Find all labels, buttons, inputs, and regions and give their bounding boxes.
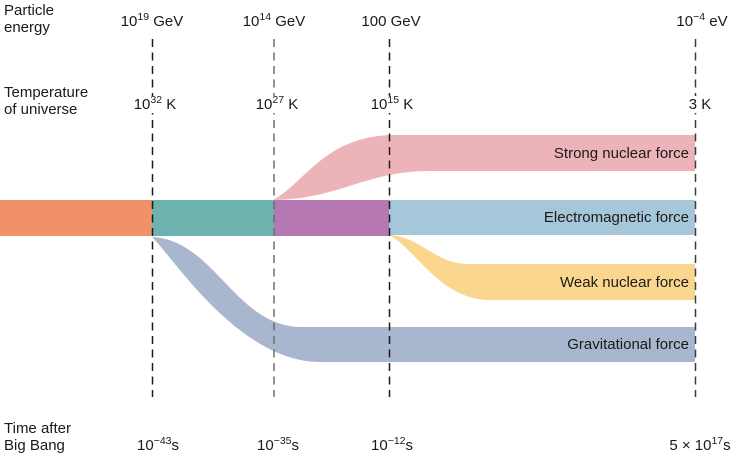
strong-nuclear-force-label: Strong nuclear force — [553, 144, 689, 162]
energy-label-col2: 1014 GeV — [242, 11, 306, 30]
energy-label-col1: 1019 GeV — [120, 11, 184, 30]
particle-energy-header-line2: energy — [4, 19, 50, 36]
temperature-header-line1: Temperature — [4, 84, 89, 101]
time-label-col2: 10−35s — [257, 435, 299, 454]
temperature-label-col4: 3 K — [685, 96, 715, 113]
gut-era-band — [152, 200, 274, 236]
particle-energy-header-line1: Particle — [4, 2, 55, 19]
gravitational-force-ribbon — [152, 237, 695, 362]
unified-forces-band — [0, 200, 152, 236]
time-label-col4: 5 × 1017s — [669, 435, 731, 454]
weak-force-ribbon — [389, 235, 695, 300]
electromagnetic-force-label: Electromagnetic force — [543, 209, 689, 226]
strong-force-ribbon — [273, 135, 695, 200]
temperature-header: Temperature of universe — [4, 84, 88, 118]
temperature-header-line2: of universe — [4, 101, 78, 118]
temperature-label-col3: 1015 K — [367, 95, 417, 113]
time-header-line2: Big Bang — [4, 437, 65, 454]
electromagnetic-force-band — [389, 200, 695, 235]
particle-energy-header: Particle energy — [4, 2, 54, 36]
time-header-line1: Time after — [4, 420, 71, 437]
electroweak-band — [274, 200, 389, 236]
gravitational-force-label: Gravitational force — [567, 336, 689, 353]
energy-label-col4: 10−4 eV — [676, 11, 728, 30]
energy-label-col3: 100 GeV — [361, 13, 421, 30]
time-header: Time after Big Bang — [4, 420, 71, 454]
temperature-label-col1: 1032 K — [130, 95, 180, 113]
temperature-label-col2: 1027 K — [252, 95, 302, 113]
weak-nuclear-force-label: Weak nuclear force — [560, 273, 689, 291]
time-label-col1: 10−43s — [137, 435, 179, 454]
time-label-col3: 10−12s — [371, 435, 413, 454]
